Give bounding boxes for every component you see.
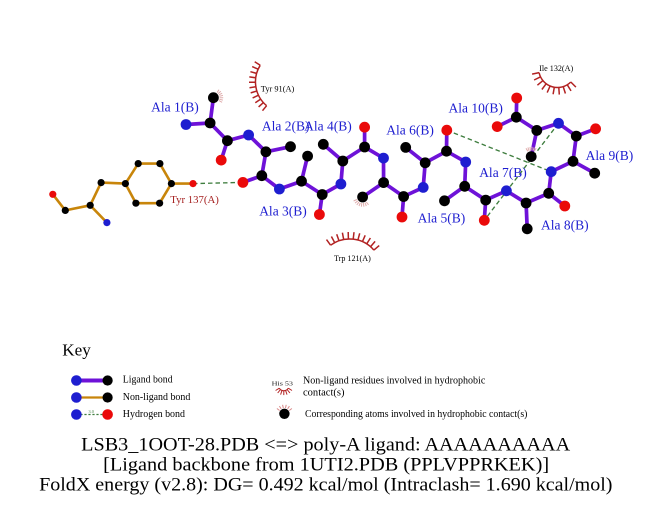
- svg-text:Ala 10(B): Ala 10(B): [449, 101, 503, 116]
- svg-text:Ala 8(B): Ala 8(B): [541, 218, 589, 233]
- svg-text:Key: Key: [62, 341, 91, 360]
- svg-text:Tyr 137(A): Tyr 137(A): [170, 195, 219, 206]
- svg-text:FoldX energy (v2.8): DG= 0.492: FoldX energy (v2.8): DG= 0.492 kcal/mol …: [39, 474, 612, 495]
- svg-text:Non-ligand bond: Non-ligand bond: [123, 392, 191, 403]
- svg-text:contact(s): contact(s): [303, 387, 345, 398]
- svg-text:Non-ligand residues involved i: Non-ligand residues involved in hydropho…: [303, 376, 486, 387]
- svg-text:Tyr 91(A): Tyr 91(A): [261, 84, 295, 94]
- svg-text:Trp 121(A): Trp 121(A): [334, 253, 371, 263]
- svg-text:Hydrogen bond: Hydrogen bond: [123, 409, 186, 420]
- svg-text:Ala 9(B): Ala 9(B): [586, 148, 634, 163]
- svg-text:Ligand bond: Ligand bond: [123, 375, 173, 386]
- svg-text:Ala 6(B): Ala 6(B): [386, 123, 434, 138]
- svg-text:Corresponding atoms involved i: Corresponding atoms involved in hydropho…: [305, 409, 527, 420]
- svg-text:Ala 3(B): Ala 3(B): [259, 204, 307, 219]
- svg-text:Ala 7(B): Ala 7(B): [479, 165, 527, 180]
- svg-text:His 53: His 53: [272, 380, 293, 387]
- svg-text:[Ligand backbone from 1UTI2.PD: [Ligand backbone from 1UTI2.PDB (PPLVPPR…: [103, 454, 549, 475]
- svg-text:Ile 132(A): Ile 132(A): [539, 63, 573, 73]
- svg-text:Ala 5(B): Ala 5(B): [418, 210, 466, 225]
- svg-text:3.0: 3.0: [89, 409, 94, 414]
- svg-text:Ala 4(B): Ala 4(B): [304, 119, 352, 134]
- svg-text:LSB3_1OOT-28.PDB <=> poly-A li: LSB3_1OOT-28.PDB <=> poly-A ligand: AAAA…: [81, 435, 571, 456]
- svg-text:Ala 1(B): Ala 1(B): [151, 100, 199, 115]
- svg-text:Ala 2(B): Ala 2(B): [262, 119, 310, 134]
